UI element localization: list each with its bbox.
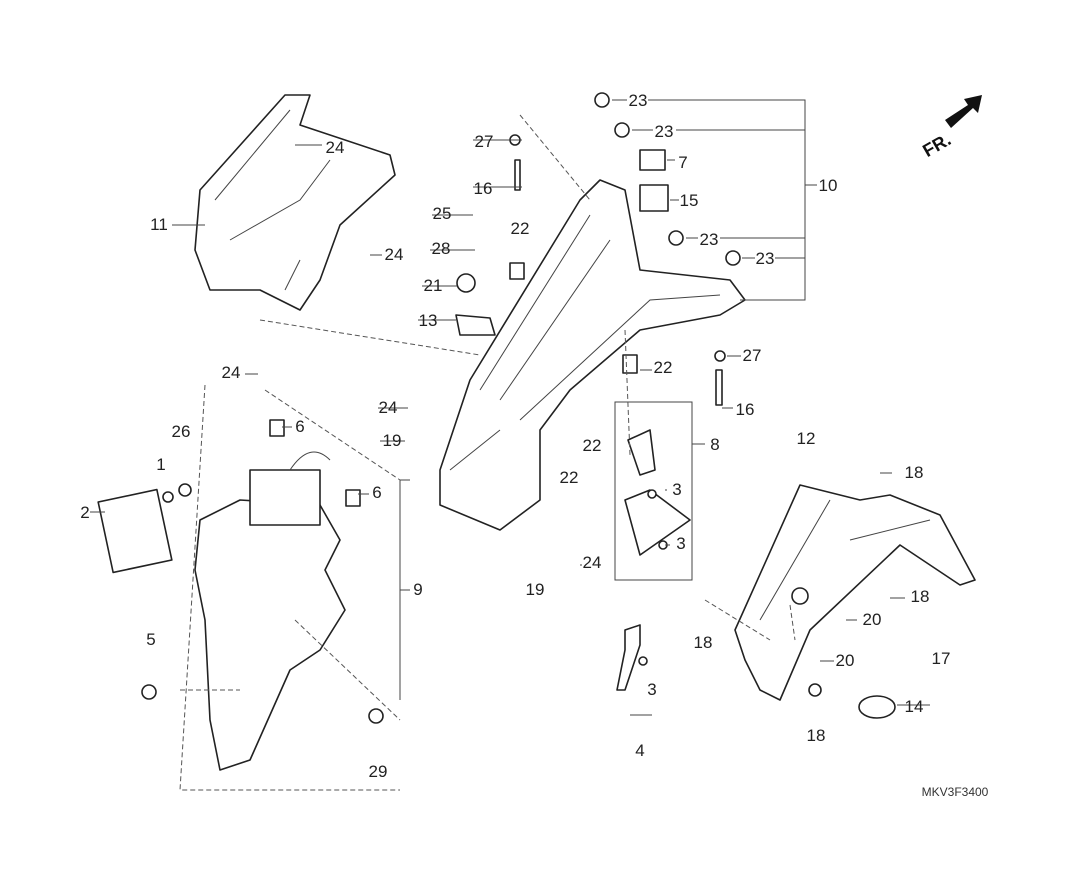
callout: 10	[819, 176, 838, 195]
callout: 6	[295, 417, 304, 436]
callout: 3	[672, 480, 681, 499]
callout: 18	[905, 463, 924, 482]
part-8-group-box	[614, 401, 693, 581]
callout: 24	[583, 553, 602, 572]
callout: 24	[379, 398, 398, 417]
part-grommet	[858, 695, 896, 719]
part-rear-subframe	[439, 179, 746, 531]
callout: 22	[511, 219, 530, 238]
callout: 3	[676, 534, 685, 553]
front-marker-label: FR.	[919, 129, 954, 161]
part-under-tray	[734, 484, 976, 701]
callout: 19	[383, 431, 402, 450]
callout: 24	[222, 363, 241, 382]
callout-labels: 23 23 7 10 15 23 23 27 16 25 22 28 21 13…	[80, 91, 950, 781]
callout: 16	[736, 400, 755, 419]
part-key	[616, 624, 641, 691]
front-direction-marker: FR.	[919, 95, 982, 161]
callout: 18	[911, 587, 930, 606]
part-reflector	[97, 488, 173, 574]
callout: 22	[560, 468, 579, 487]
callout: 25	[433, 204, 452, 223]
callout: 4	[635, 741, 644, 760]
callout: 23	[756, 249, 775, 268]
callout: 6	[372, 483, 381, 502]
callout: 22	[583, 436, 602, 455]
callout: 23	[629, 91, 648, 110]
callout: 20	[836, 651, 855, 670]
leader-lines	[90, 99, 930, 791]
callout: 18	[694, 633, 713, 652]
diagram-code: MKV3F3400	[922, 785, 989, 799]
callout: 18	[807, 726, 826, 745]
callout: 9	[413, 580, 422, 599]
callout: 24	[385, 245, 404, 264]
callout: 24	[326, 138, 345, 157]
callout: 17	[932, 649, 951, 668]
callout: 12	[797, 429, 816, 448]
part-rear-cowl	[194, 94, 396, 311]
callout: 23	[700, 230, 719, 249]
callout: 29	[369, 762, 388, 781]
callout: 16	[474, 179, 493, 198]
callout: 1	[156, 455, 165, 474]
callout: 22	[654, 358, 673, 377]
callout: 5	[146, 630, 155, 649]
callout: 15	[680, 191, 699, 210]
callout: 13	[419, 311, 438, 330]
callout: 20	[863, 610, 882, 629]
callout: 2	[80, 503, 89, 522]
callout: 27	[475, 132, 494, 151]
part-lock	[624, 429, 691, 556]
callout: 21	[424, 276, 443, 295]
callout: 19	[526, 580, 545, 599]
callout: 14	[905, 697, 924, 716]
callout: 27	[743, 346, 762, 365]
callout: 7	[678, 153, 687, 172]
fasteners	[141, 92, 822, 724]
callout: 28	[432, 239, 451, 258]
callout: 26	[172, 422, 191, 441]
callout: 23	[655, 122, 674, 141]
callout: 11	[150, 215, 168, 234]
front-arrow-icon	[945, 95, 982, 128]
callout: 3	[647, 680, 656, 699]
callout: 8	[710, 435, 719, 454]
part-license-bracket	[194, 451, 346, 771]
